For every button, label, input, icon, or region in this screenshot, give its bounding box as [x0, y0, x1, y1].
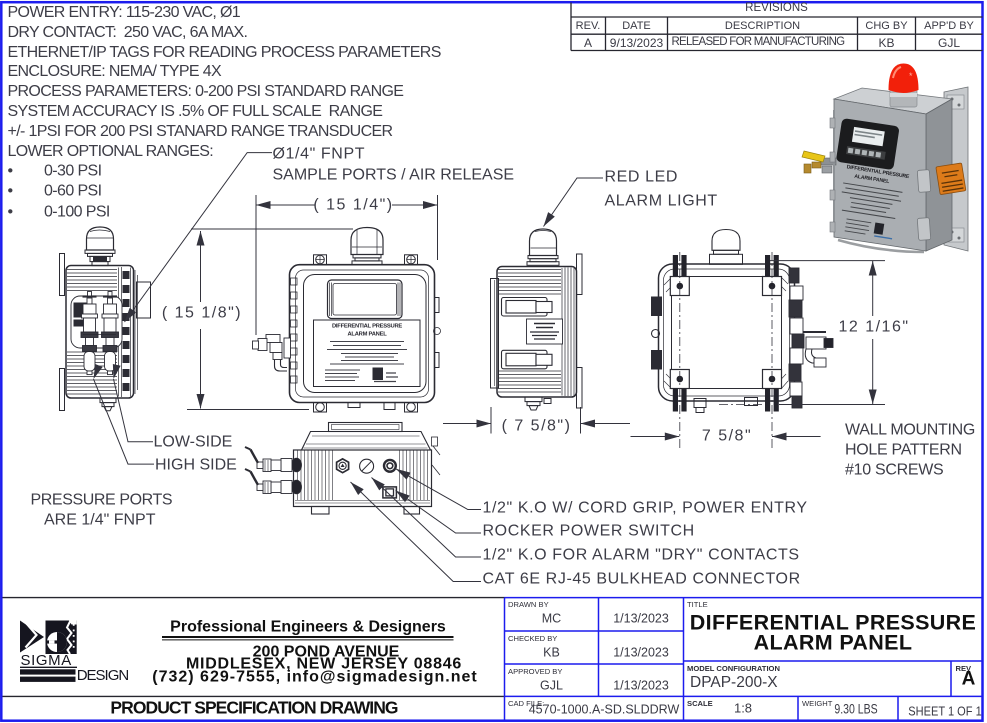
- svg-text:ALARM PANEL: ALARM PANEL: [854, 174, 891, 186]
- svg-text:DIFFERENTIAL PRESSURE: DIFFERENTIAL PRESSURE: [332, 324, 402, 330]
- svg-text:ALARM PANEL: ALARM PANEL: [347, 332, 387, 338]
- svg-text:*: *: [909, 71, 913, 81]
